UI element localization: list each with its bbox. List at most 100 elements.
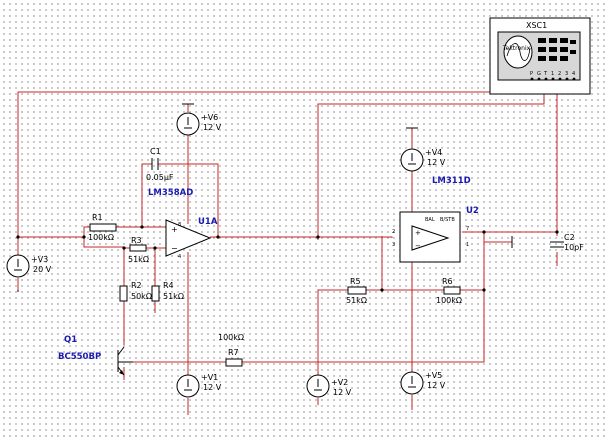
comparator-u2-bstb-label: B/STB bbox=[440, 217, 455, 223]
scope-brand: Tektronix bbox=[502, 45, 531, 52]
resistor-r4[interactable]: R4 51kΩ bbox=[151, 281, 184, 302]
comparator-u2-pin-1: 1 bbox=[466, 242, 469, 248]
resistor-r2-refdes: R2 bbox=[131, 281, 142, 290]
scope-terminals: P G T 1 2 3 4 bbox=[530, 71, 576, 81]
voltage-source-v6-refdes: +V6 bbox=[201, 113, 218, 122]
opamp-u1a-minus-sign: − bbox=[171, 244, 178, 253]
voltage-source-v5-value: 12 V bbox=[427, 381, 446, 390]
voltage-source-v4[interactable]: +V4 12 V bbox=[400, 127, 446, 172]
comparator-u2[interactable]: + − BAL B/STB U2 LM311D 2 3 7 1 bbox=[392, 176, 479, 263]
scope-terminal-p: P bbox=[530, 71, 533, 77]
opamp-u1a-model: LM358AD bbox=[148, 188, 193, 198]
transistor-q1-model: BC550BP bbox=[58, 352, 101, 362]
scope-knob-grid bbox=[538, 38, 576, 61]
wire-c1-right bbox=[158, 163, 219, 237]
capacitor-c1-value: 0.05µF bbox=[146, 173, 174, 182]
resistor-r5-body bbox=[347, 286, 367, 295]
scope-refdes: XSC1 bbox=[526, 21, 547, 30]
transistor-q1-emitter-arrow bbox=[119, 370, 124, 375]
voltage-source-v6-value: 12 V bbox=[203, 123, 222, 132]
scope-terminal-g: G bbox=[537, 71, 541, 77]
voltage-source-v1-value: 12 V bbox=[203, 383, 222, 392]
wire-r1-left bbox=[18, 226, 90, 238]
opamp-u1a-plus-sign: + bbox=[171, 225, 178, 234]
resistor-r7-value: 100kΩ bbox=[218, 333, 244, 342]
voltage-source-v2[interactable]: +V2 12 V bbox=[306, 374, 352, 398]
scope-waveform-icon bbox=[506, 43, 531, 61]
voltage-source-v1-refdes: +V1 bbox=[201, 373, 218, 382]
wire-u1a-out bbox=[210, 236, 393, 238]
comparator-u2-refdes: U2 bbox=[466, 206, 479, 216]
resistor-r7-refdes: R7 bbox=[228, 348, 239, 357]
scope-terminal-3: 3 bbox=[565, 71, 568, 77]
capacitor-c2[interactable]: C2 10pF bbox=[550, 233, 584, 252]
voltage-source-v6[interactable]: +V6 12 V bbox=[176, 103, 222, 136]
resistor-r7-body bbox=[225, 358, 243, 367]
resistor-r5-refdes: R5 bbox=[350, 277, 361, 286]
comparator-u2-minus: − bbox=[415, 242, 421, 250]
transistor-q1[interactable]: Q1 BC550BP bbox=[58, 335, 133, 376]
comparator-u2-pin-2: 2 bbox=[392, 229, 395, 235]
transistor-q1-collector bbox=[117, 346, 125, 356]
resistor-r3[interactable]: R3 51kΩ bbox=[128, 236, 149, 264]
resistor-r4-refdes: R4 bbox=[163, 281, 174, 290]
voltage-source-v3-value: 20 V bbox=[33, 265, 52, 274]
resistor-r4-value: 51kΩ bbox=[163, 292, 184, 301]
resistor-r3-refdes: R3 bbox=[131, 236, 142, 245]
junction-dots bbox=[16, 225, 559, 292]
capacitor-c1[interactable]: C1 0.05µF bbox=[146, 147, 174, 182]
voltage-source-v1[interactable]: +V1 12 V bbox=[176, 373, 222, 398]
scope-terminal-1: 1 bbox=[551, 71, 554, 77]
resistor-r1-body bbox=[89, 223, 117, 232]
resistor-r7[interactable]: R7 100kΩ bbox=[218, 333, 244, 367]
voltage-source-v4-value: 12 V bbox=[427, 158, 446, 167]
resistor-r4-body bbox=[151, 285, 160, 302]
wire-r7-right bbox=[242, 290, 485, 363]
scope-terminal-2: 2 bbox=[558, 71, 561, 77]
comparator-u2-model: LM311D bbox=[432, 176, 471, 186]
voltage-source-v2-value: 12 V bbox=[333, 388, 352, 397]
wire-c1-left bbox=[141, 163, 152, 227]
resistor-r1-value: 100kΩ bbox=[88, 233, 114, 242]
capacitor-c2-refdes: C2 bbox=[564, 233, 575, 242]
scope-terminal-4: 4 bbox=[572, 71, 575, 77]
comparator-u2-pin-3: 3 bbox=[392, 242, 395, 248]
comparator-u2-box bbox=[399, 211, 461, 263]
resistor-r6-value: 100kΩ bbox=[436, 296, 462, 305]
opamp-u1a[interactable]: + − U1A LM358AD 8 4 bbox=[148, 188, 218, 260]
scope-terminal-t: T bbox=[543, 71, 548, 77]
voltage-source-v5-refdes: +V5 bbox=[425, 371, 442, 380]
comparator-u2-bal-label: BAL bbox=[425, 217, 435, 223]
resistor-r6-body bbox=[443, 286, 461, 295]
resistor-r1-refdes: R1 bbox=[92, 213, 103, 222]
scope-screen bbox=[503, 35, 533, 69]
resistor-r5[interactable]: R5 51kΩ bbox=[346, 277, 367, 305]
voltage-source-v5[interactable]: +V5 12 V bbox=[400, 371, 446, 395]
resistor-r3-body bbox=[129, 244, 147, 252]
resistor-r6-refdes: R6 bbox=[442, 277, 453, 286]
resistor-r6[interactable]: R6 100kΩ bbox=[436, 277, 462, 305]
capacitor-c2-value: 10pF bbox=[564, 243, 584, 252]
voltage-source-v3-refdes: +V3 bbox=[31, 255, 48, 264]
wire-r6-right bbox=[460, 232, 485, 291]
resistor-r1[interactable]: R1 100kΩ bbox=[88, 213, 117, 242]
comparator-u2-pin-7: 7 bbox=[466, 226, 469, 232]
voltage-source-v3[interactable]: +V3 20 V bbox=[6, 254, 52, 292]
resistor-r2-value: 50kΩ bbox=[131, 292, 152, 301]
oscilloscope-xsc1[interactable]: XSC1 Tektronix P G T 1 2 3 4 bbox=[489, 17, 591, 95]
opamp-u1a-symbol bbox=[165, 219, 212, 257]
opamp-u1a-refdes: U1A bbox=[198, 217, 218, 227]
voltage-source-v2-refdes: +V2 bbox=[331, 378, 348, 387]
resistor-r2[interactable]: R2 50kΩ bbox=[119, 281, 152, 302]
comparator-u2-triangle bbox=[411, 225, 450, 251]
resistor-r2-body bbox=[119, 285, 128, 302]
capacitor-c1-refdes: C1 bbox=[150, 147, 161, 156]
comparator-u2-plus: + bbox=[415, 229, 421, 237]
wire-u2-in-r5 bbox=[317, 236, 383, 375]
voltage-source-v4-refdes: +V4 bbox=[425, 148, 442, 157]
opamp-u1a-pin-8: 8 bbox=[178, 222, 181, 228]
resistor-r5-value: 51kΩ bbox=[346, 296, 367, 305]
resistor-r3-value: 51kΩ bbox=[128, 255, 149, 264]
opamp-u1a-pin-4: 4 bbox=[178, 254, 181, 260]
